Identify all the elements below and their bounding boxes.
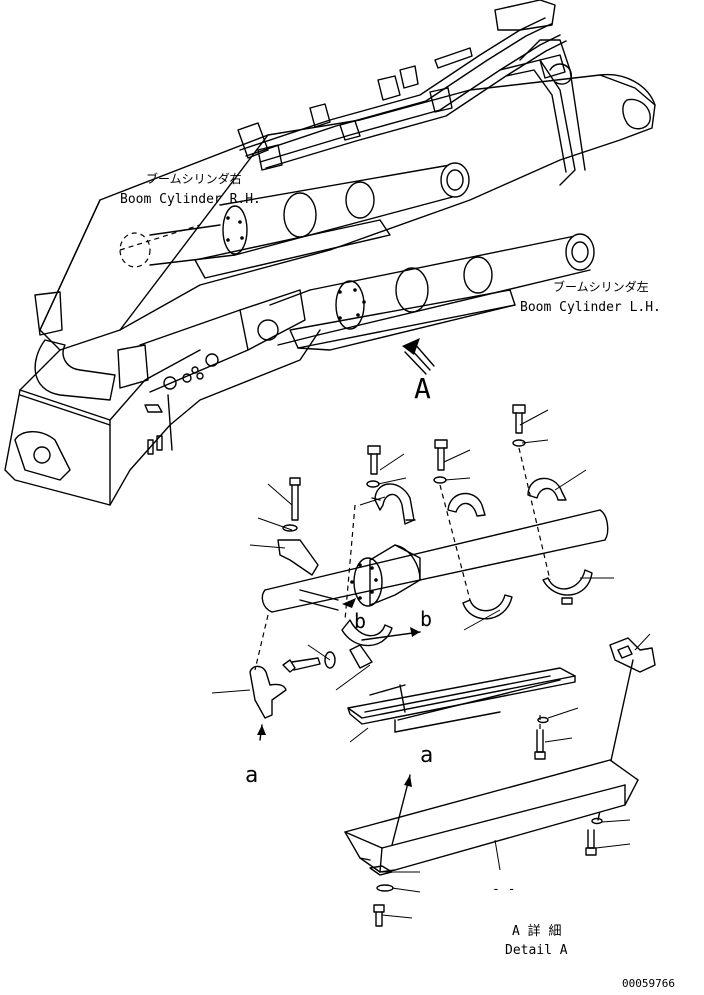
bolt-left [289, 477, 301, 521]
ref-a-right: a [420, 743, 433, 768]
dash-mark: - - [492, 882, 515, 897]
bolt-top-3 [512, 404, 526, 434]
view-a-label: A [414, 372, 431, 405]
callout-leaders [211, 409, 651, 919]
ref-a-left: a [245, 763, 258, 788]
detail-a-caption: A 詳 細 Detail A [505, 923, 568, 958]
svg-text:A 詳 細: A 詳 細 [512, 923, 561, 939]
document-number: 00059766 [622, 977, 675, 990]
svg-text:Boom Cylinder L.H.: Boom Cylinder L.H. [520, 300, 661, 315]
boom-cylinder-rh [119, 162, 470, 268]
svg-text:ブームシリンダ右: ブームシリンダ右 [146, 171, 242, 186]
svg-text:Detail A: Detail A [505, 943, 568, 958]
boom-cylinder-lh [257, 233, 595, 346]
bolt-top-1 [367, 445, 381, 475]
svg-text:ブームシリンダ左: ブームシリンダ左 [553, 279, 649, 294]
ref-b-right: b [420, 607, 432, 631]
boom-assembly [4, 0, 656, 506]
view-arrow-a [402, 338, 435, 375]
boom-lh-label: ブームシリンダ左 Boom Cylinder L.H. [520, 279, 661, 315]
svg-text:Boom Cylinder R.H.: Boom Cylinder R.H. [120, 192, 261, 207]
ref-b-left: b [354, 609, 366, 633]
detail-a-assembly [249, 404, 656, 927]
bolt-top-2 [434, 439, 448, 471]
boom-rh-label: ブームシリンダ右 Boom Cylinder R.H. [120, 171, 261, 207]
